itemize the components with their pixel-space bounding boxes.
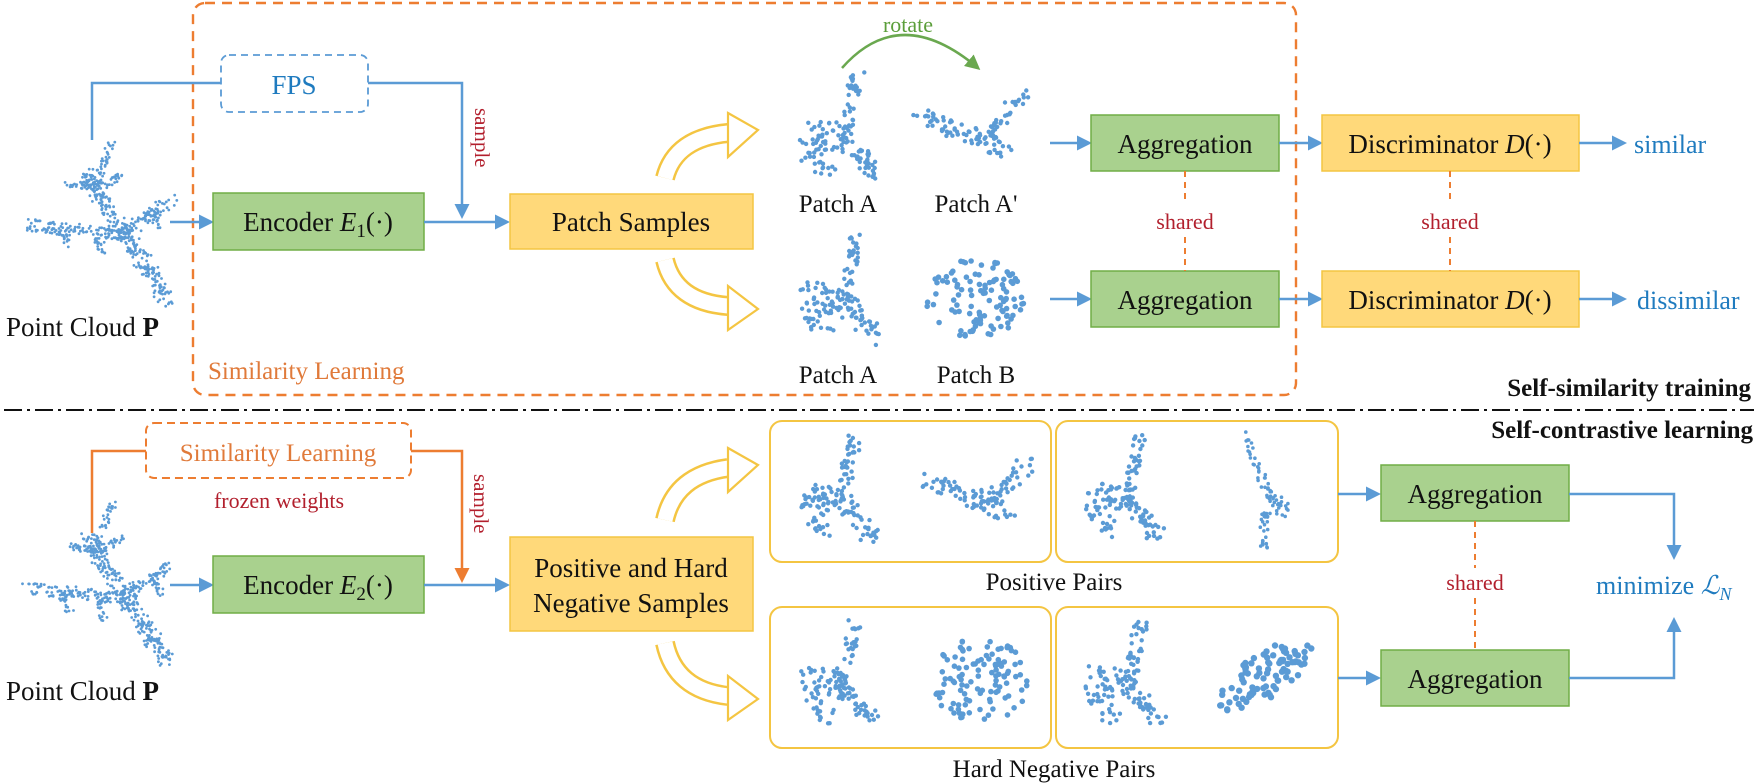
frozen-similarity-learning-label: Similarity Learning — [180, 440, 377, 467]
frozen-input-line — [90, 449, 146, 533]
positive-pair-1-patch-a-prime — [920, 456, 1035, 521]
positive-pairs-label: Positive Pairs — [986, 569, 1123, 596]
positive-pair-2-patch-a — [1084, 433, 1167, 541]
patch-a-label-top: Patch A — [799, 191, 877, 218]
negative-pair-1-patch-b — [933, 638, 1030, 722]
shared-label-left: shared — [1156, 209, 1213, 234]
point-cloud-label-bottom: Point Cloud P — [6, 676, 159, 706]
positive-pair-box-1 — [769, 420, 1052, 563]
aggregation-box-bottom-1: Aggregation — [1380, 464, 1570, 522]
encoder-e1-box: Encoder E1(·) — [212, 192, 425, 251]
patch-samples-label: Patch Samples — [552, 207, 710, 237]
negative-pair-2-patch-ellipse — [1217, 642, 1315, 714]
aggregation-box-top-1: Aggregation — [1090, 114, 1280, 172]
fps-box: FPS — [220, 54, 369, 113]
positive-hard-negative-samples-box: Positive and Hard Negative Samples — [509, 536, 754, 632]
encoder-e1-label: Encoder E1(·) — [243, 207, 393, 242]
positive-pair-box-2 — [1055, 420, 1339, 563]
patch-samples-box: Patch Samples — [509, 193, 754, 250]
aggregation-box-bottom-2: Aggregation — [1380, 649, 1570, 707]
sample-label-top: sample — [470, 108, 494, 167]
negative-pair-2-patch-a — [1083, 619, 1169, 726]
patch-a-cloud-top — [797, 70, 878, 181]
self-similarity-training-label: Self-similarity training — [1507, 375, 1751, 402]
rotate-arrow — [841, 33, 981, 70]
self-contrastive-learning-label: Self-contrastive learning — [1491, 417, 1753, 444]
hollow-arrow-up-bottom — [655, 446, 760, 523]
negative-pair-1-patch-a — [799, 618, 881, 726]
patch-a-prime-label: Patch A' — [935, 191, 1018, 218]
patch-a-cloud-bottom — [798, 232, 881, 348]
fps-sample-arrow — [368, 81, 470, 219]
discriminator-label-top: Discriminator D(·) — [1348, 129, 1551, 159]
discriminator-box-bottom: Discriminator D(·) — [1321, 270, 1580, 328]
dissimilar-label: dissimilar — [1637, 286, 1740, 315]
shared-label-bottom: shared — [1446, 570, 1503, 595]
frozen-sample-arrow — [411, 449, 470, 583]
point-cloud-label-top: Point Cloud P — [6, 312, 159, 342]
point-cloud-airplane-top — [25, 140, 179, 308]
aggregation-box-top-2: Aggregation — [1090, 270, 1280, 328]
positive-pair-2-patch-thin — [1244, 430, 1290, 550]
patch-a-prime-cloud — [911, 88, 1031, 159]
discriminator-box-top: Discriminator D(·) — [1321, 114, 1580, 172]
negative-pair-box-2 — [1055, 606, 1339, 749]
shared-label-right: shared — [1421, 209, 1478, 234]
aggregation-label-top-2: Aggregation — [1118, 285, 1253, 315]
samples-label-line-2: Negative Samples — [533, 588, 729, 618]
encoder-e2-label: Encoder E2(·) — [243, 570, 393, 605]
frozen-similarity-learning-box: Similarity Learning — [145, 422, 412, 479]
hollow-arrow-up-top — [655, 111, 760, 181]
hollow-arrow-down-top — [655, 257, 760, 333]
rotate-label: rotate — [883, 12, 933, 37]
fps-label: FPS — [271, 70, 316, 100]
samples-label-line-1: Positive and Hard — [534, 553, 728, 583]
patch-b-label: Patch B — [937, 362, 1015, 389]
patch-b-cloud — [924, 258, 1027, 339]
similarity-learning-region-label: Similarity Learning — [208, 358, 405, 385]
discriminator-label-bottom: Discriminator D(·) — [1348, 285, 1551, 315]
similar-label: similar — [1634, 130, 1707, 159]
negative-pair-box-1 — [769, 606, 1052, 749]
aggregation-to-loss-arrow-bottom — [1569, 617, 1682, 680]
hollow-arrow-down-bottom — [655, 640, 760, 723]
hard-negative-pairs-label: Hard Negative Pairs — [953, 756, 1156, 783]
encoder-e2-box: Encoder E2(·) — [212, 555, 425, 614]
minimize-loss-label: minimize ℒN — [1596, 571, 1732, 604]
similarity-learning-region: Similarity Learning — [191, 1, 1298, 397]
patch-a-label-bottom: Patch A — [799, 362, 877, 389]
point-cloud-airplane-bottom — [21, 500, 174, 667]
frozen-weights-label: frozen weights — [214, 488, 344, 513]
aggregation-label-bottom-2: Aggregation — [1408, 664, 1543, 694]
fps-input-line — [90, 81, 221, 140]
positive-pair-1-patch-a — [799, 433, 880, 544]
aggregation-label-bottom-1: Aggregation — [1408, 479, 1543, 509]
aggregation-label-top-1: Aggregation — [1118, 129, 1253, 159]
sample-label-bottom: sample — [469, 474, 493, 533]
aggregation-to-loss-arrow-top — [1569, 492, 1682, 560]
